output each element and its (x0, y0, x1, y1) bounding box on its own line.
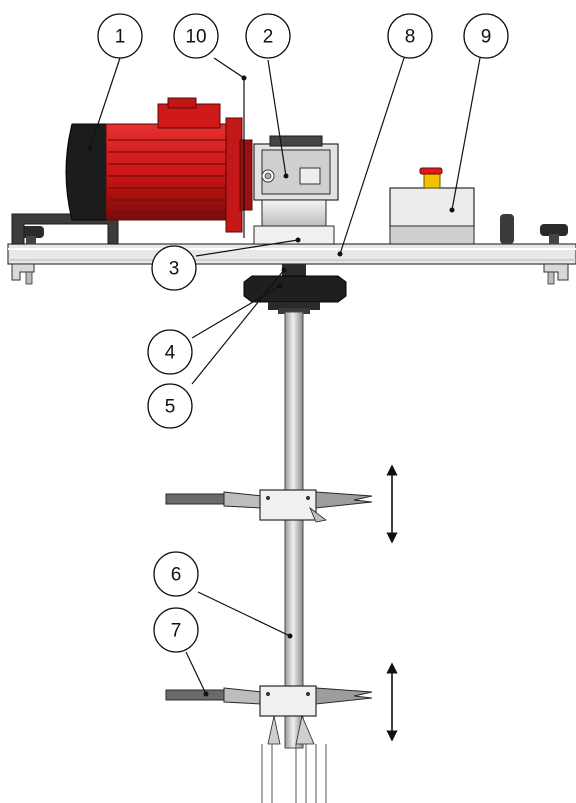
callout-6: 6 (153, 551, 199, 597)
control-box (389, 167, 475, 245)
callout-2-label: 2 (263, 27, 274, 48)
callout-9: 9 (463, 13, 509, 59)
callout-4-label: 4 (165, 343, 176, 364)
gearbox (253, 135, 339, 245)
callout-8: 8 (387, 13, 433, 59)
callout-3-label: 3 (169, 259, 180, 280)
bottom-extension (261, 744, 327, 803)
callout-3: 3 (151, 245, 197, 291)
callout-5: 5 (147, 383, 193, 429)
leader-lines (87, 57, 481, 697)
shaft-seal-cap (243, 264, 347, 314)
motor-bracket (11, 213, 119, 245)
callout-8-label: 8 (405, 27, 416, 48)
agitator-shaft (284, 311, 304, 749)
callout-10-label: 10 (185, 27, 206, 48)
callout-1-label: 1 (115, 27, 126, 48)
lower-impeller (165, 685, 373, 745)
callout-6-label: 6 (171, 565, 182, 586)
callout-9-label: 9 (481, 27, 492, 48)
callout-2: 2 (245, 13, 291, 59)
callout-4: 4 (147, 329, 193, 375)
callout-10: 10 (173, 13, 219, 59)
electric-motor (65, 97, 253, 233)
callout-7-label: 7 (171, 621, 182, 642)
callout-5-label: 5 (165, 397, 176, 418)
callout-7: 7 (153, 607, 199, 653)
callout-1: 1 (97, 13, 143, 59)
upper-impeller (165, 489, 373, 523)
